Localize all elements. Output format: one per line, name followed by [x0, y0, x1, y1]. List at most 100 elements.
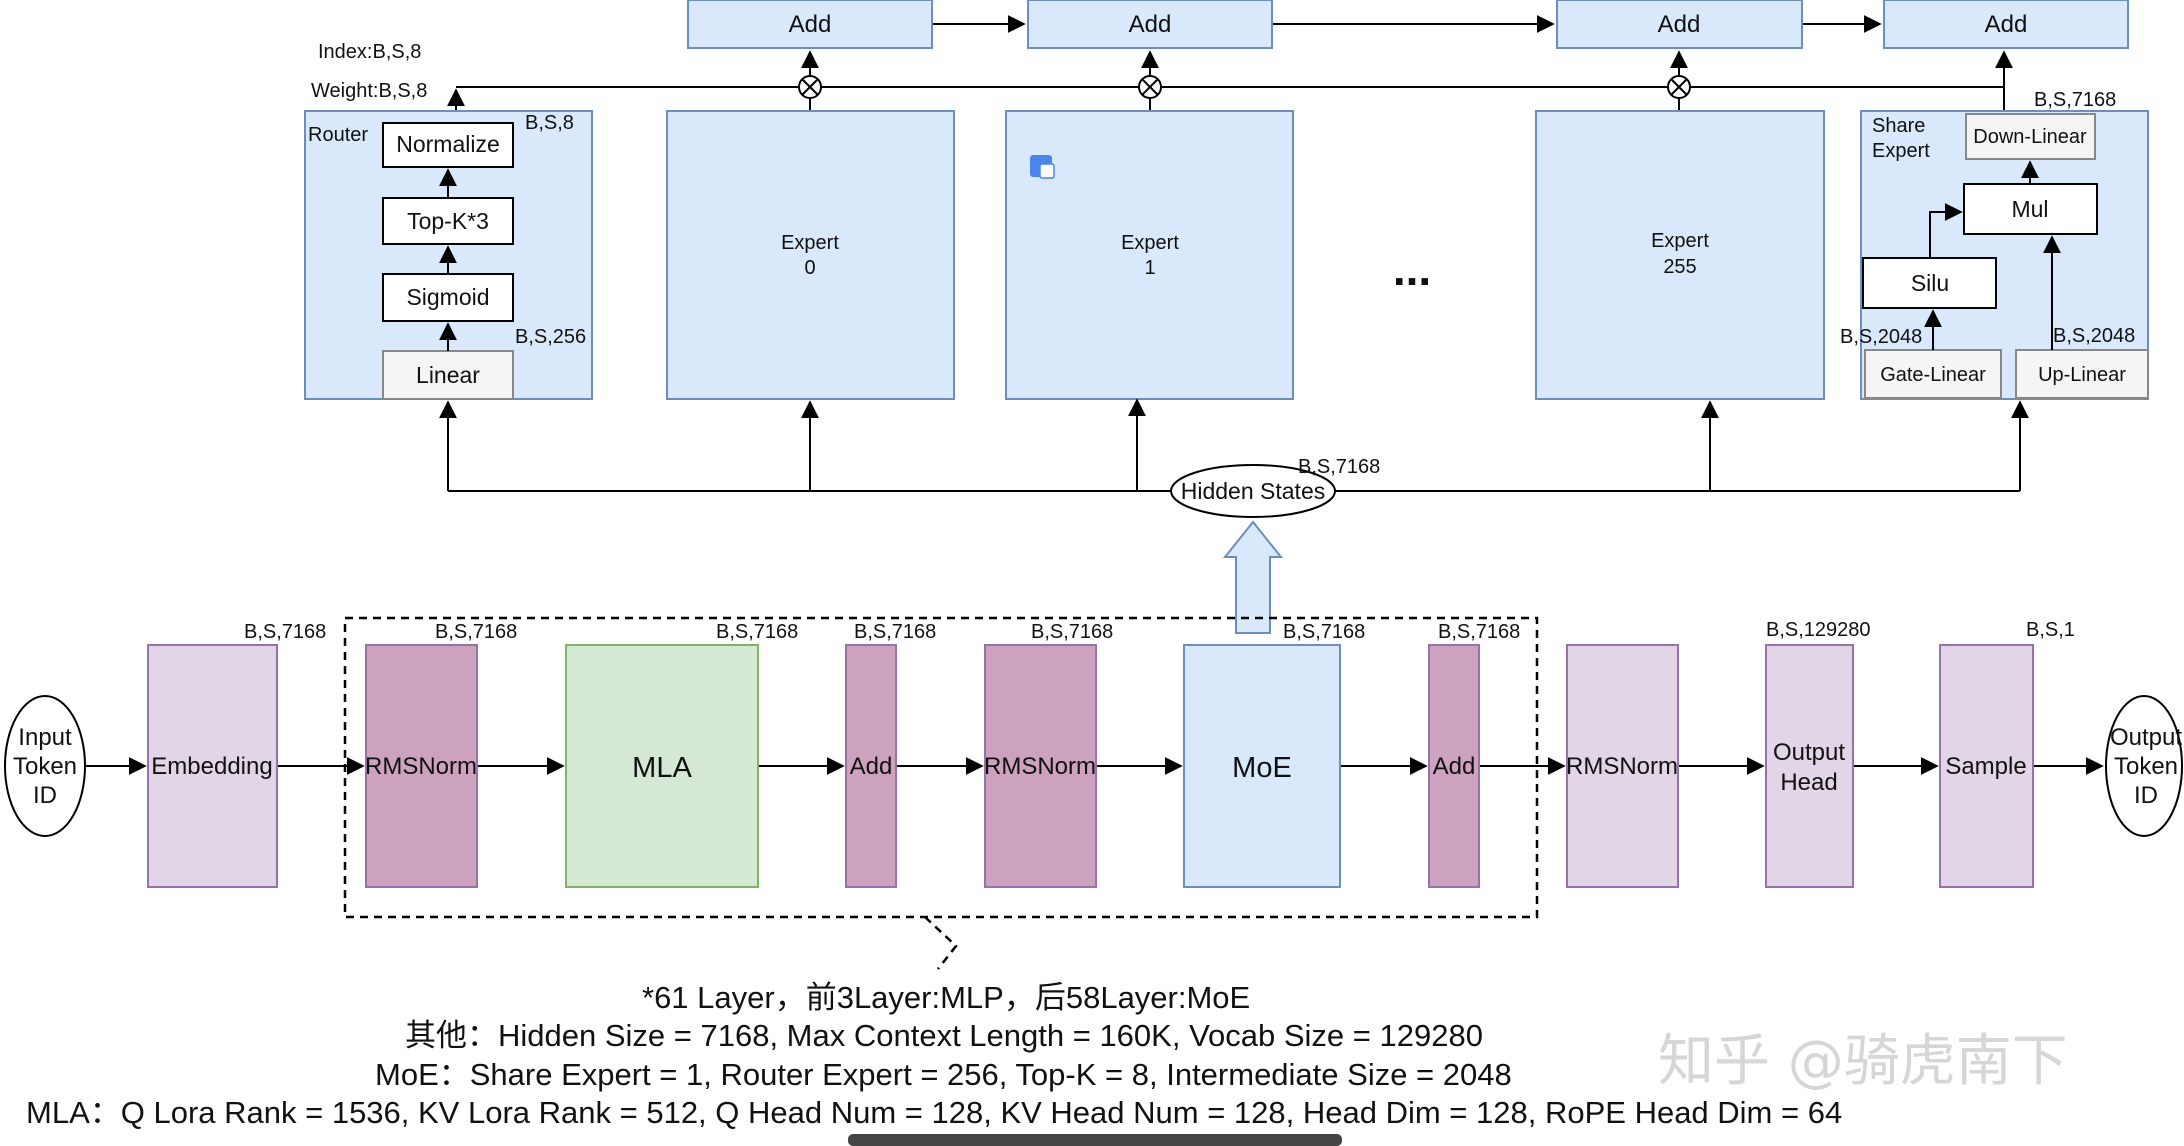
- multiply-icon: [1138, 75, 1162, 99]
- rmsnorm-block-3: RMSNorm: [1566, 644, 1679, 888]
- moe-shape: B,S,7168: [1283, 621, 1365, 643]
- add-node-1: Add: [1027, 0, 1273, 49]
- expert-255-label: Expert: [1651, 230, 1709, 252]
- rmsnorm-3-label: RMSNorm: [1566, 753, 1678, 780]
- expand-arrow-icon: [1222, 520, 1284, 634]
- add-1-label: Add: [850, 753, 893, 780]
- output-head-shape: B,S,129280: [1766, 619, 1871, 641]
- rmsnorm-2-label: RMSNorm: [984, 753, 1096, 780]
- note-moe: MoE：Share Expert = 1, Router Expert = 25…: [375, 1057, 1512, 1092]
- rmsnorm-1-label: RMSNorm: [365, 753, 477, 780]
- output-token-line2: Token: [2114, 753, 2178, 780]
- output-head-block: Output Head: [1765, 644, 1854, 888]
- up-linear-box: [2015, 349, 2149, 399]
- expert-0-label: Expert: [781, 232, 839, 254]
- expert-0: Expert 0: [666, 110, 955, 400]
- horizontal-scrollbar[interactable]: [848, 1134, 1342, 1146]
- add-1-shape: B,S,7168: [854, 621, 936, 643]
- sample-block: Sample: [1939, 644, 2034, 888]
- input-token-line1: Input: [18, 724, 72, 751]
- normalize-box: [382, 122, 514, 168]
- weight-label: Weight:B,S,8: [311, 80, 427, 102]
- share-output-shape: B,S,7168: [2034, 89, 2116, 111]
- gate-linear-label: Gate-Linear: [1880, 364, 1986, 386]
- output-token-line1: Output: [2110, 724, 2182, 751]
- silu-label: Silu: [1911, 270, 1949, 296]
- down-linear-box: [1965, 113, 2096, 160]
- topk-box: [382, 197, 514, 245]
- add-2-label: Add: [1433, 753, 1476, 780]
- up-shape: B,S,2048: [2053, 325, 2135, 347]
- router: Router Normalize Top-K*3 Sigmoid Linear …: [304, 110, 593, 400]
- share-expert-title-2: Expert: [1872, 140, 1930, 162]
- input-token-node: Input Token ID: [4, 695, 86, 837]
- layer-repeat-boundary: [343, 616, 1539, 919]
- rmsnorm-1-shape: B,S,7168: [435, 621, 517, 643]
- output-head-line2: Head: [1780, 769, 1837, 796]
- input-token-line2: Token: [13, 753, 77, 780]
- mla-block: MLA: [565, 644, 759, 888]
- rmsnorm-block-2: RMSNorm: [984, 644, 1097, 888]
- router-title: Router: [308, 124, 368, 146]
- sigmoid-label: Sigmoid: [406, 284, 489, 310]
- topk-label: Top-K*3: [407, 208, 489, 234]
- expert-1-label: Expert: [1121, 232, 1179, 254]
- add-block-2: Add: [1428, 644, 1480, 888]
- gate-shape: B,S,2048: [1840, 326, 1922, 348]
- add-node-1-label: Add: [1129, 11, 1172, 38]
- add-node-2: Add: [1556, 0, 1803, 49]
- expert-255-index: 255: [1663, 256, 1696, 278]
- sample-label: Sample: [1945, 753, 2026, 780]
- hidden-states-node: Hidden States: [1170, 464, 1336, 518]
- expert-1-index: 1: [1144, 257, 1155, 279]
- router-linear-label: Linear: [416, 362, 480, 388]
- add-node-0-label: Add: [789, 11, 832, 38]
- rmsnorm-2-shape: B,S,7168: [1031, 621, 1113, 643]
- add-node-3: Add: [1883, 0, 2129, 49]
- expert-1: Expert 1: [1005, 110, 1294, 400]
- linear-shape: B,S,256: [515, 326, 586, 348]
- down-linear-label: Down-Linear: [1973, 126, 2087, 148]
- index-label: Index:B,S,8: [318, 41, 421, 63]
- watermark: 知乎 @骑虎南下: [1658, 1029, 2068, 1094]
- note-general: 其他：Hidden Size = 7168, Max Context Lengt…: [405, 1018, 1483, 1053]
- sample-shape: B,S,1: [2026, 619, 2075, 641]
- add-block-1: Add: [845, 644, 897, 888]
- embedding-shape: B,S,7168: [244, 621, 326, 643]
- output-head-line1: Output: [1773, 739, 1845, 766]
- add-node-2-label: Add: [1658, 11, 1701, 38]
- mla-label: MLA: [632, 752, 692, 784]
- normalize-label: Normalize: [396, 131, 500, 157]
- translate-icon: [1030, 155, 1055, 179]
- sigmoid-box: [382, 273, 514, 322]
- layer-callout-line: [924, 916, 958, 970]
- share-expert: Share Expert Down-Linear Mul Silu Gate-L…: [1840, 89, 2149, 400]
- note-layers: *61 Layer，前3Layer:MLP，后58Layer:MoE: [642, 980, 1250, 1015]
- output-token-line3: ID: [2134, 782, 2158, 809]
- mul-box: [1963, 183, 2098, 235]
- rmsnorm-block-1: RMSNorm: [365, 644, 478, 888]
- mla-shape: B,S,7168: [716, 621, 798, 643]
- output-token-node: Output Token ID: [2105, 695, 2183, 837]
- add-node-3-label: Add: [1985, 11, 2028, 38]
- multiply-icon: [798, 75, 822, 99]
- add-2-shape: B,S,7168: [1438, 621, 1520, 643]
- share-expert-title: Share: [1872, 115, 1925, 137]
- moe-block: MoE: [1183, 644, 1341, 888]
- expert-255: Expert 255: [1535, 110, 1825, 400]
- embedding-label: Embedding: [151, 753, 272, 780]
- mul-label: Mul: [2011, 196, 2048, 222]
- input-token-line3: ID: [33, 782, 57, 809]
- add-node-0: Add: [687, 0, 933, 49]
- normalize-shape: B,S,8: [525, 112, 574, 134]
- expert-ellipsis: ...: [1393, 243, 1431, 295]
- expert-0-index: 0: [804, 257, 815, 279]
- note-mla: MLA：Q Lora Rank = 1536, KV Lora Rank = 5…: [26, 1095, 1842, 1130]
- embedding-block: Embedding: [147, 644, 278, 888]
- moe-label: MoE: [1232, 752, 1292, 784]
- silu-box: [1862, 257, 1997, 309]
- hidden-states-label: Hidden States: [1181, 478, 1325, 504]
- up-linear-label: Up-Linear: [2038, 364, 2126, 386]
- multiply-icon: [1667, 75, 1691, 99]
